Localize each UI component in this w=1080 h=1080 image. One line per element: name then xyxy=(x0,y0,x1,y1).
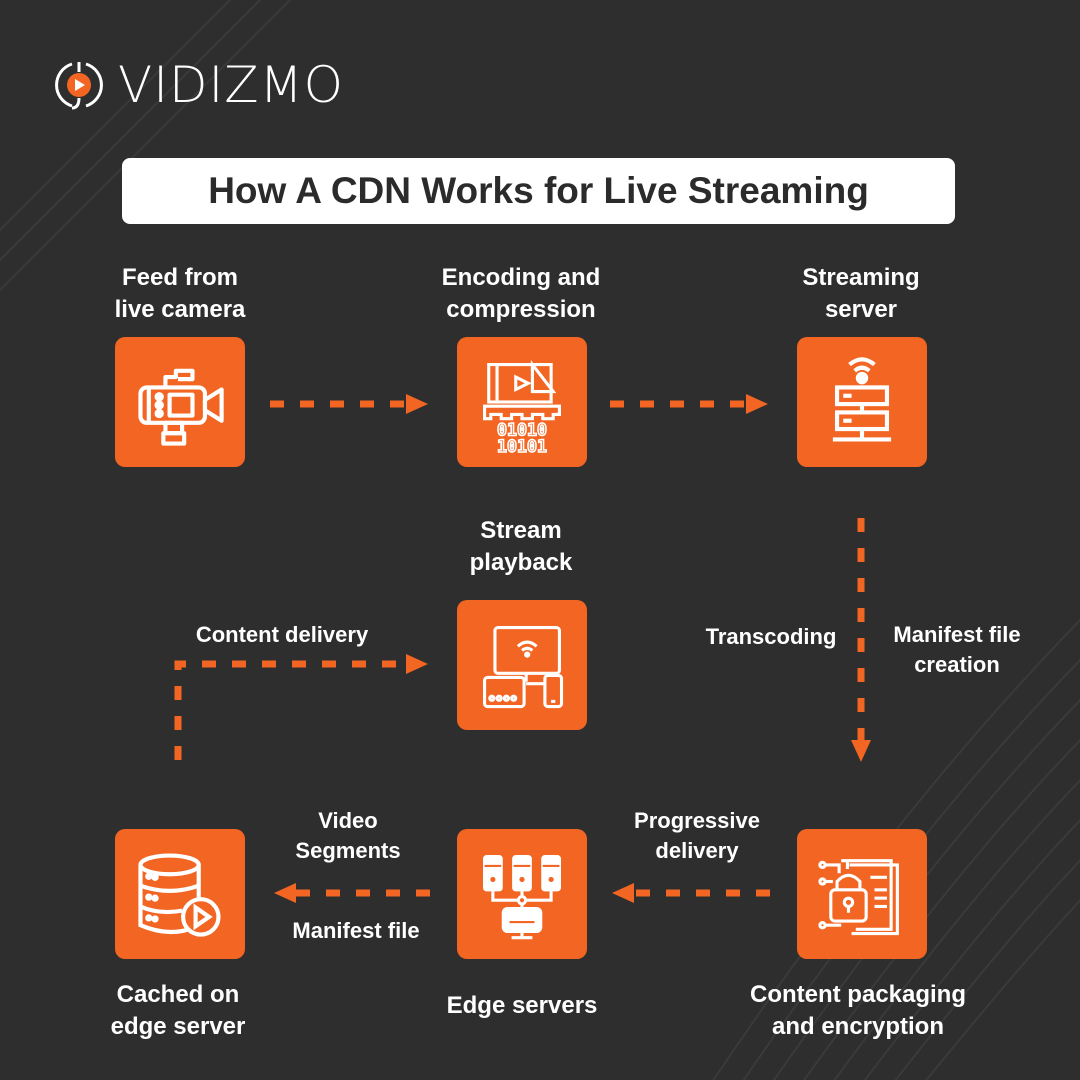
wifi-server-icon xyxy=(832,357,892,442)
video-camera-icon xyxy=(138,368,224,446)
title-banner: How A CDN Works for Live Streaming xyxy=(122,158,955,224)
label-transcoding: Transcoding xyxy=(705,624,837,649)
brand-name: VIDIZMO xyxy=(118,56,344,114)
binary-video-encoding-icon: 01010 10101 xyxy=(483,359,561,454)
label-manifest-file: Manifest file xyxy=(292,918,420,943)
node-live-camera xyxy=(115,337,245,467)
node-encoding: 01010 10101 xyxy=(457,337,587,467)
database-play-icon xyxy=(138,853,221,937)
label-edge: Edge servers xyxy=(446,992,598,1019)
vidizmo-logo: VIDIZMO xyxy=(52,58,344,112)
arrow-cached-to-playback xyxy=(174,660,410,760)
multi-device-icon xyxy=(483,626,564,709)
node-packaging xyxy=(797,829,927,959)
locked-document-icon xyxy=(818,859,899,936)
svg-text:10101: 10101 xyxy=(497,437,547,454)
page-title: How A CDN Works for Live Streaming xyxy=(208,170,869,211)
server-network-icon xyxy=(483,855,561,940)
logo-mark-icon xyxy=(55,62,103,110)
node-streaming-server xyxy=(797,337,927,467)
label-content-delivery: Content delivery xyxy=(195,622,369,647)
node-edge-servers xyxy=(457,829,587,959)
node-cached-edge xyxy=(115,829,245,959)
node-stream-playback xyxy=(457,600,587,730)
svg-text:01010: 01010 xyxy=(497,420,547,439)
